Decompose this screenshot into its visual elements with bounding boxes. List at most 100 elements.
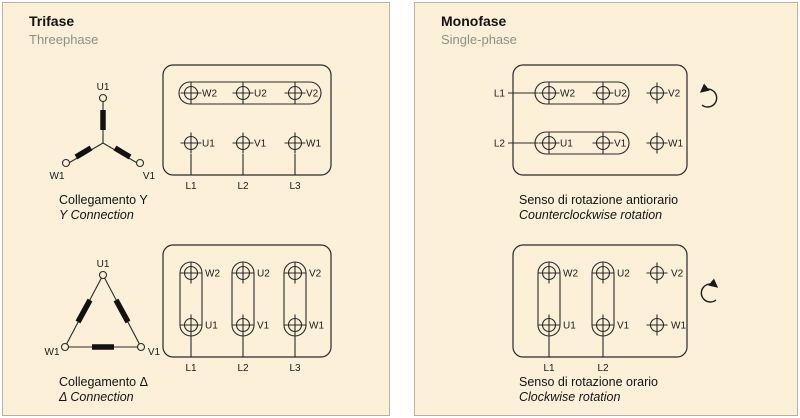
terminal-label: V1 (614, 139, 627, 150)
supply-line-label: L2 (494, 139, 506, 150)
winding-node (61, 158, 71, 168)
terminal-label: V1 (617, 321, 630, 332)
winding-triangle (64, 273, 142, 348)
terminal-icon (283, 131, 307, 155)
terminal-icon (231, 81, 255, 105)
terminal-icon (537, 261, 561, 285)
caption-delta-connection: Collegamento Δ Δ Connection (59, 375, 148, 405)
arrow-arc (699, 83, 718, 108)
caption-english: Y Connection (59, 208, 134, 222)
node-label: U1 (97, 259, 110, 270)
panel-title: Monofase (441, 13, 507, 29)
supply-line-label: L2 (237, 181, 249, 192)
coil-segment (75, 298, 93, 324)
threephase-diagram: U1 W1 V1 W2 U2 V2 U1 V1 W1 (45, 64, 332, 374)
terminal-label: U1 (563, 321, 576, 332)
caption-english: Clockwise rotation (519, 390, 621, 404)
terminal-icon (645, 313, 669, 337)
star-winding-symbol: U1 W1 V1 (50, 82, 156, 182)
node-label: W1 (45, 347, 60, 358)
terminal-icon (179, 261, 203, 285)
terminal-icon (537, 313, 561, 337)
winding-node (98, 270, 108, 280)
panel-title: Trifase (29, 13, 75, 29)
panel-threephase: Trifase Threephase (2, 2, 390, 416)
node-label: U1 (97, 82, 110, 93)
terminal-icon (283, 313, 307, 337)
caption-italian: Collegamento Δ (59, 375, 148, 389)
caption-y-connection: Collegamento Y Y Connection (59, 193, 148, 223)
terminal-label: W1 (668, 139, 683, 150)
coil-segment (74, 145, 93, 160)
node-label: W1 (50, 171, 65, 182)
panel-threephase-header: Trifase Threephase (29, 13, 98, 47)
terminal-icon (537, 81, 561, 105)
terminal-label: U1 (202, 139, 215, 150)
caption-english: Counterclockwise rotation (519, 208, 663, 222)
coil-segment (113, 298, 131, 324)
terminal-label: W2 (202, 89, 217, 100)
delta-winding-symbol: U1 W1 V1 (45, 259, 161, 358)
supply-line-label: L1 (543, 363, 555, 374)
terminal-icon (591, 81, 615, 105)
terminal-icon (645, 81, 669, 105)
supply-line-label: L2 (237, 363, 249, 374)
supply-line-label: L1 (185, 181, 197, 192)
terminal-box-ccw: W2 U2 V2 U1 V1 W1 L1 L2 (494, 64, 688, 176)
node-label: V1 (143, 171, 156, 182)
terminal-label: V1 (254, 139, 267, 150)
caption-english: Δ Connection (59, 390, 134, 404)
terminal-label: U2 (617, 269, 630, 280)
terminal-label: W2 (560, 89, 575, 100)
coil-segment (113, 145, 132, 160)
terminal-label: W1 (306, 139, 321, 150)
terminal-box-outline (512, 244, 688, 358)
terminal-box-outline (512, 64, 688, 176)
terminal-icon (537, 131, 561, 155)
winding-node (60, 342, 70, 352)
panel-subtitle: Single-phase (441, 32, 517, 47)
caption-italian: Senso di rotazione antiorario (519, 193, 679, 207)
supply-line-label: L3 (289, 181, 301, 192)
supply-line-label: L1 (185, 363, 197, 374)
terminal-label: U1 (560, 139, 573, 150)
terminal-label: V2 (668, 89, 681, 100)
terminal-label: V1 (257, 321, 270, 332)
terminal-label: U2 (257, 269, 270, 280)
terminal-label: U2 (614, 89, 627, 100)
star-bridge-link (178, 81, 322, 105)
caption-italian: Senso di rotazione orario (519, 375, 658, 389)
terminal-icon (231, 131, 255, 155)
terminal-label: U1 (205, 321, 218, 332)
terminal-label: V2 (671, 269, 684, 280)
terminal-icon (591, 261, 615, 285)
terminal-box-delta: W2 U2 V2 U1 V1 W1 L1 L2 L3 (162, 244, 332, 374)
terminal-box-outline (162, 64, 332, 176)
winding-node (135, 158, 145, 168)
counterclockwise-arrow-icon (699, 83, 718, 108)
terminal-icon (231, 313, 255, 337)
terminal-icon (591, 313, 615, 337)
winding-node (98, 93, 108, 103)
terminal-icon (591, 131, 615, 155)
supply-line-label: L2 (597, 363, 609, 374)
terminal-icon (283, 81, 307, 105)
terminal-box-star: W2 U2 V2 U1 V1 W1 L1 L2 L3 (162, 64, 332, 192)
terminal-label: W1 (671, 321, 686, 332)
panel-subtitle: Threephase (29, 32, 99, 47)
clockwise-arrow-icon (700, 278, 719, 303)
panel-singlephase-header: Monofase Single-phase (441, 13, 517, 47)
terminal-box-outline (162, 244, 332, 358)
terminal-icon (179, 313, 203, 337)
terminal-icon (645, 261, 669, 285)
terminal-box-cw: W2 U2 V2 U1 V1 W1 L1 L2 (512, 244, 688, 374)
terminal-icon (179, 131, 203, 155)
terminal-label: U2 (254, 89, 267, 100)
caption-ccw-rotation: Senso di rotazione antiorario Counterclo… (519, 193, 678, 223)
singlephase-diagram: W2 U2 V2 U1 V1 W1 L1 L2 (494, 64, 719, 374)
winding-node (136, 342, 146, 352)
node-label: V1 (148, 347, 161, 358)
terminal-icon (179, 81, 203, 105)
terminal-label: V2 (309, 269, 322, 280)
